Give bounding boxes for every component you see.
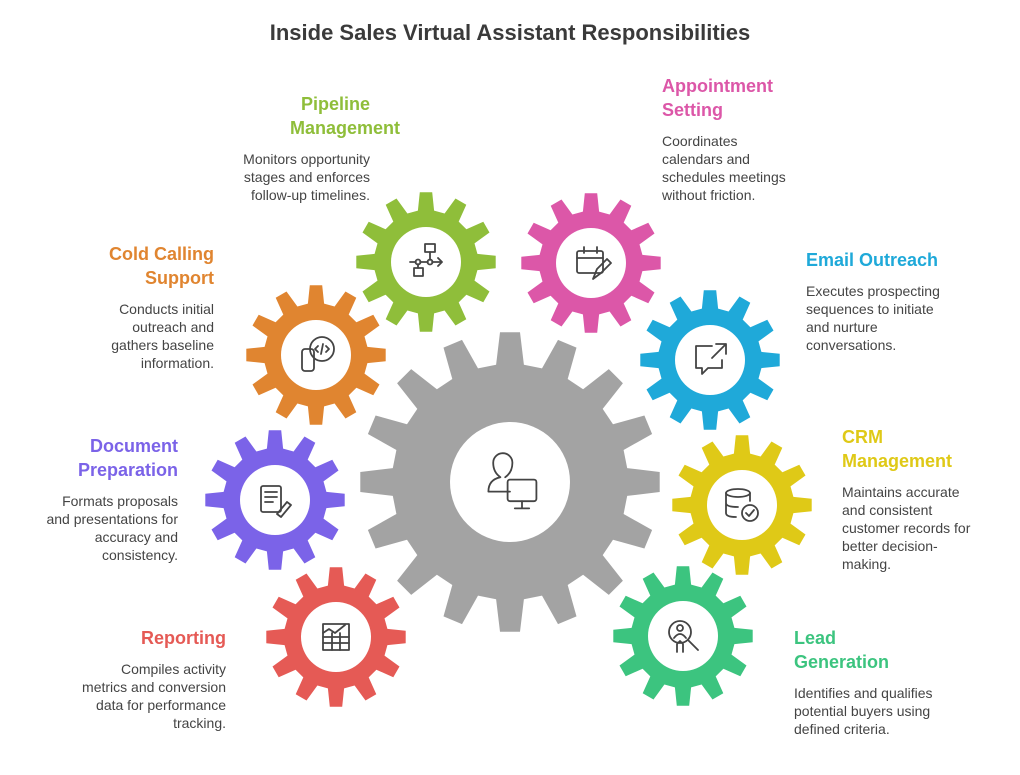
gear-lead bbox=[613, 566, 753, 706]
desc-pipeline: Monitors opportunity stages and enforces… bbox=[243, 151, 370, 203]
gear-hub-cold bbox=[281, 320, 351, 390]
desc-cold: Conducts initial outreach and gathers ba… bbox=[111, 301, 214, 371]
block-email: Email Outreach Executes prospecting sequ… bbox=[806, 248, 956, 354]
title-document: Document Preparation bbox=[77, 436, 178, 480]
gear-document bbox=[205, 430, 345, 570]
title-pipeline: Pipeline Management bbox=[290, 94, 401, 138]
block-document: Document Preparation Formats proposals a… bbox=[40, 434, 178, 564]
block-pipeline: Pipeline Management Monitors opportunity… bbox=[200, 92, 401, 204]
gear-hub-center bbox=[450, 422, 570, 542]
title-email: Email Outreach bbox=[806, 250, 939, 270]
diagram-title: Inside Sales Virtual Assistant Responsib… bbox=[269, 20, 751, 45]
gear-crm bbox=[672, 435, 812, 575]
block-lead: Lead Generation Identifies and qualifies… bbox=[794, 626, 939, 738]
gear-center bbox=[360, 332, 660, 632]
gear-hub-crm bbox=[707, 470, 777, 540]
gear-appointment bbox=[521, 193, 661, 333]
block-crm: CRM Management Maintains accurate and co… bbox=[842, 425, 977, 573]
block-cold: Cold Calling Support Conducts initial ou… bbox=[84, 242, 214, 372]
workflow-icon bbox=[409, 243, 443, 277]
desc-crm: Maintains accurate and consistent custom… bbox=[842, 484, 971, 572]
gear-cold bbox=[246, 285, 386, 425]
desc-lead: Identifies and qualifies potential buyer… bbox=[794, 685, 933, 737]
database-check-icon bbox=[725, 488, 759, 522]
title-crm: CRM Management bbox=[842, 427, 953, 471]
phone-code-icon bbox=[301, 336, 335, 372]
desc-reporting: Compiles activity metrics and conversion… bbox=[82, 661, 226, 731]
desc-appointment: Coordinates calendars and schedules meet… bbox=[662, 133, 786, 203]
block-reporting: Reporting Compiles activity metrics and … bbox=[80, 626, 226, 732]
gear-hub-document bbox=[240, 465, 310, 535]
document-sign-icon bbox=[260, 485, 292, 518]
title-cold: Cold Calling Support bbox=[109, 244, 214, 288]
gear-email bbox=[640, 290, 780, 430]
share-out-icon bbox=[695, 343, 727, 375]
desc-email: Executes prospecting sequences to initia… bbox=[806, 283, 940, 353]
assistant-at-computer-icon bbox=[487, 452, 538, 510]
gear-hub-appointment bbox=[556, 228, 626, 298]
gear-reporting bbox=[266, 567, 406, 707]
title-reporting: Reporting bbox=[141, 628, 226, 648]
desc-document: Formats proposals and presentations for … bbox=[46, 493, 178, 563]
calendar-edit-icon bbox=[576, 246, 612, 280]
chart-grid-icon bbox=[322, 623, 350, 651]
title-appointment: Appointment Setting bbox=[662, 76, 773, 120]
title-lead: Lead Generation bbox=[794, 628, 890, 672]
gear-hub-email bbox=[675, 325, 745, 395]
gear-pipeline bbox=[356, 192, 496, 332]
block-appointment: Appointment Setting Coordinates calendar… bbox=[662, 74, 802, 204]
search-person-icon bbox=[668, 620, 699, 653]
